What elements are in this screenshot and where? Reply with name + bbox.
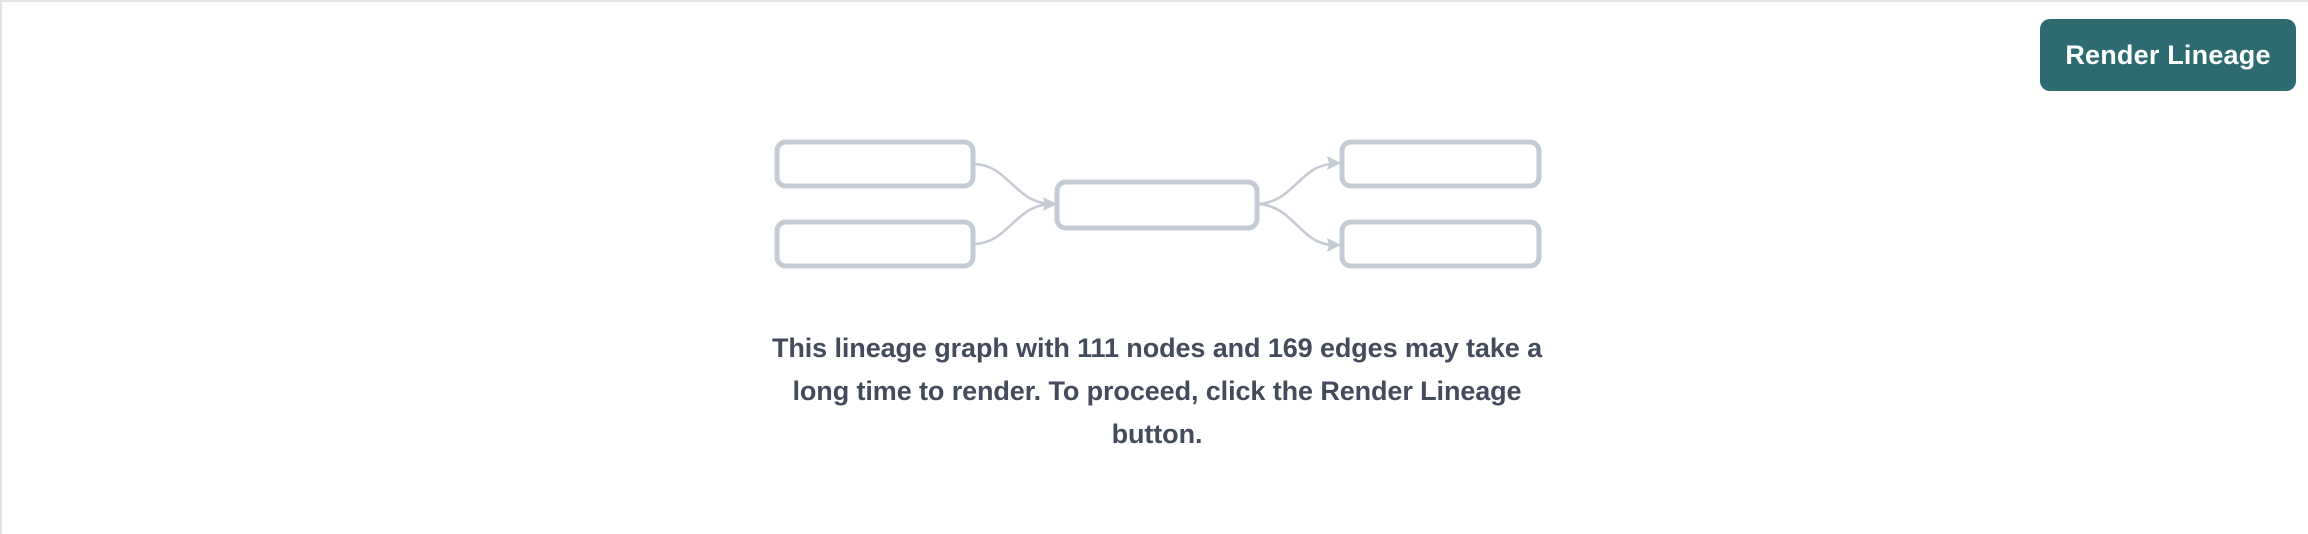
render-lineage-button[interactable]: Render Lineage [2040, 19, 2296, 91]
arrowhead-into-center [1043, 197, 1057, 211]
edge-center-to-right-bottom [1257, 202, 1334, 247]
placeholder-node-right-top [1339, 139, 1542, 189]
edge-center-to-right-top [1257, 162, 1334, 206]
lineage-warning-message: This lineage graph with 111 nodes and 16… [772, 333, 1543, 449]
placeholder-node-left-top [774, 139, 976, 189]
edge-left-top-to-center [972, 162, 1051, 206]
placeholder-node-center [1054, 179, 1260, 231]
arrowhead-into-right-bottom [1327, 238, 1341, 252]
arrowhead-into-right-top [1327, 156, 1341, 170]
edge-left-bottom-to-center [972, 202, 1051, 246]
placeholder-node-left-bottom [774, 219, 976, 269]
placeholder-node-right-bottom [1339, 219, 1542, 269]
